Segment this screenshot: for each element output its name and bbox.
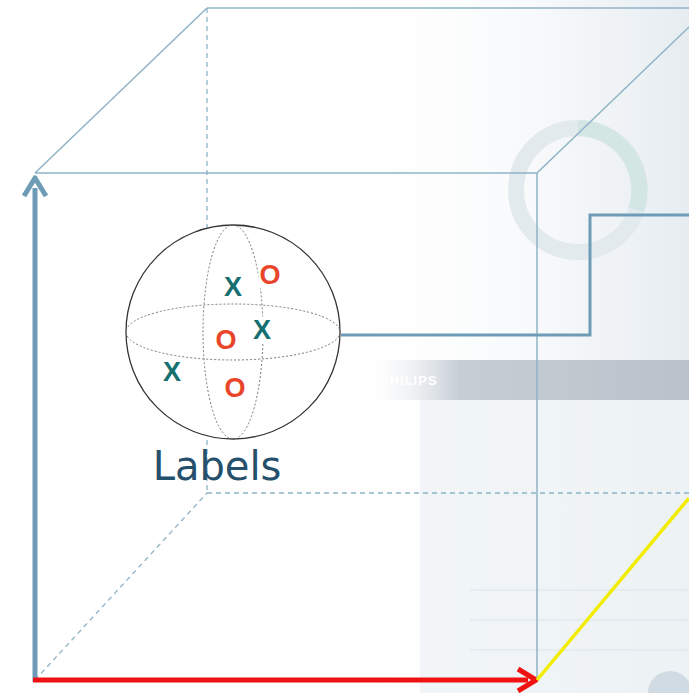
label-mark: X [223,274,243,301]
sphere-heading: Labels [153,446,282,486]
background-band [360,360,689,400]
axis-arrowhead [24,178,46,196]
horizontal-axis [33,678,528,683]
background-donut [516,128,640,252]
label-mark: X [162,359,182,386]
leader-line [341,215,689,335]
label-mark: X [252,317,272,344]
label-sphere: XOOXXOLabels [125,224,341,494]
watermark: PHILIPS [380,373,438,388]
depth-axis [537,498,689,680]
background-dot [648,671,689,693]
label-mark: O [223,375,246,402]
background-fade [330,0,689,693]
axis-arrowhead [518,669,536,691]
background-donut [578,128,639,210]
label-mark: O [258,262,281,289]
vertical-axis [33,188,38,682]
label-mark: O [214,327,237,354]
background-panel [420,400,689,693]
